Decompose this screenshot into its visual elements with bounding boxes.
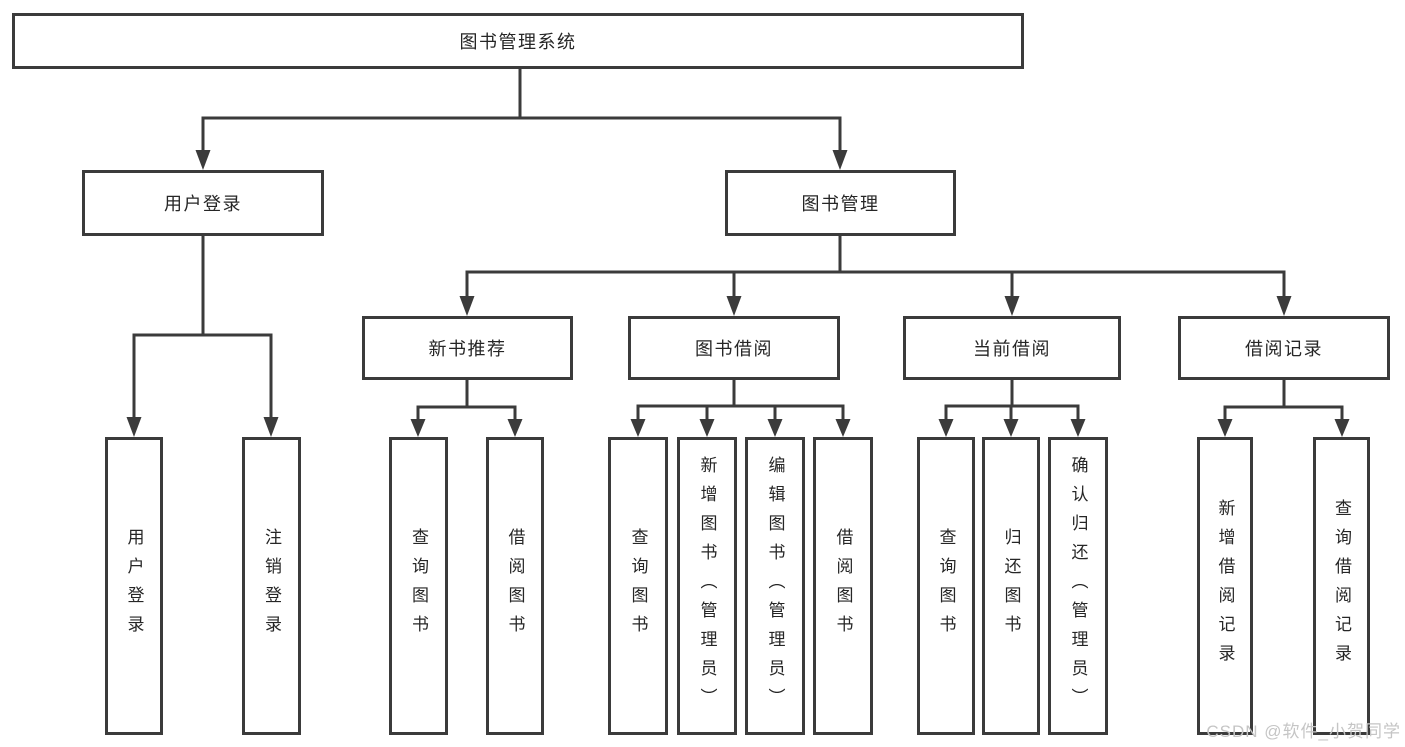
node-current-borrow-label: 当前借阅 [973, 339, 1051, 359]
node-current-borrow: 当前借阅 [903, 316, 1121, 380]
connector-records-to-children [1217, 378, 1350, 437]
node-user-login: 用户登录 [82, 170, 324, 236]
leaf-records-query: 查询借阅记录 [1313, 437, 1370, 735]
leaf-borrow-query-label: 查询图书 [628, 528, 648, 644]
connector-current-to-children [938, 378, 1086, 437]
node-root-label: 图书管理系统 [459, 32, 577, 52]
node-book-mgmt: 图书管理 [725, 170, 956, 236]
leaf-current-return: 归还图书 [982, 437, 1040, 735]
leaf-user-login: 用户登录 [105, 437, 163, 735]
leaf-borrow-add-label: 新增图书（管理员） [697, 455, 717, 717]
node-book-borrow-label: 图书借阅 [695, 339, 773, 359]
leaf-logout: 注销登录 [242, 437, 301, 735]
leaf-newbooks-query-label: 查询图书 [409, 528, 428, 644]
leaf-records-add: 新增借阅记录 [1197, 437, 1253, 735]
leaf-borrow-borrow: 借阅图书 [813, 437, 873, 735]
leaf-logout-label: 注销登录 [262, 528, 281, 644]
node-book-mgmt-label: 图书管理 [801, 194, 880, 214]
leaf-borrow-edit: 编辑图书（管理员） [745, 437, 805, 735]
leaf-borrow-query: 查询图书 [608, 437, 668, 735]
leaf-current-confirm-label: 确认归还（管理员） [1068, 455, 1088, 717]
node-book-borrow: 图书借阅 [628, 316, 840, 380]
leaf-borrow-add: 新增图书（管理员） [677, 437, 737, 735]
leaf-user-login-label: 用户登录 [124, 528, 144, 644]
leaf-newbooks-borrow-label: 借阅图书 [505, 528, 525, 644]
connector-borrow-to-children [630, 378, 851, 437]
connector-user-login-to-children [126, 234, 279, 437]
node-root: 图书管理系统 [12, 13, 1024, 69]
leaf-borrow-edit-label: 编辑图书（管理员） [765, 455, 785, 717]
leaf-records-query-label: 查询借阅记录 [1332, 499, 1351, 673]
leaf-newbooks-borrow: 借阅图书 [486, 437, 544, 735]
node-borrow-records: 借阅记录 [1178, 316, 1390, 380]
watermark: CSDN @软件_小贺同学 [1206, 722, 1401, 741]
leaf-borrow-borrow-label: 借阅图书 [833, 528, 853, 644]
leaf-current-query-label: 查询图书 [936, 528, 956, 644]
leaf-current-confirm: 确认归还（管理员） [1048, 437, 1108, 735]
leaf-records-add-label: 新增借阅记录 [1215, 499, 1235, 673]
connector-book-mgmt-to-level3 [459, 234, 1292, 316]
node-user-login-label: 用户登录 [164, 194, 242, 214]
node-new-books: 新书推荐 [362, 316, 573, 380]
leaf-current-return-label: 归还图书 [1001, 528, 1021, 644]
connector-new-books-to-children [410, 378, 523, 437]
leaf-current-query: 查询图书 [917, 437, 975, 735]
connector-root-to-level2 [195, 67, 848, 170]
node-borrow-records-label: 借阅记录 [1245, 339, 1323, 359]
leaf-newbooks-query: 查询图书 [389, 437, 448, 735]
node-new-books-label: 新书推荐 [428, 339, 507, 359]
